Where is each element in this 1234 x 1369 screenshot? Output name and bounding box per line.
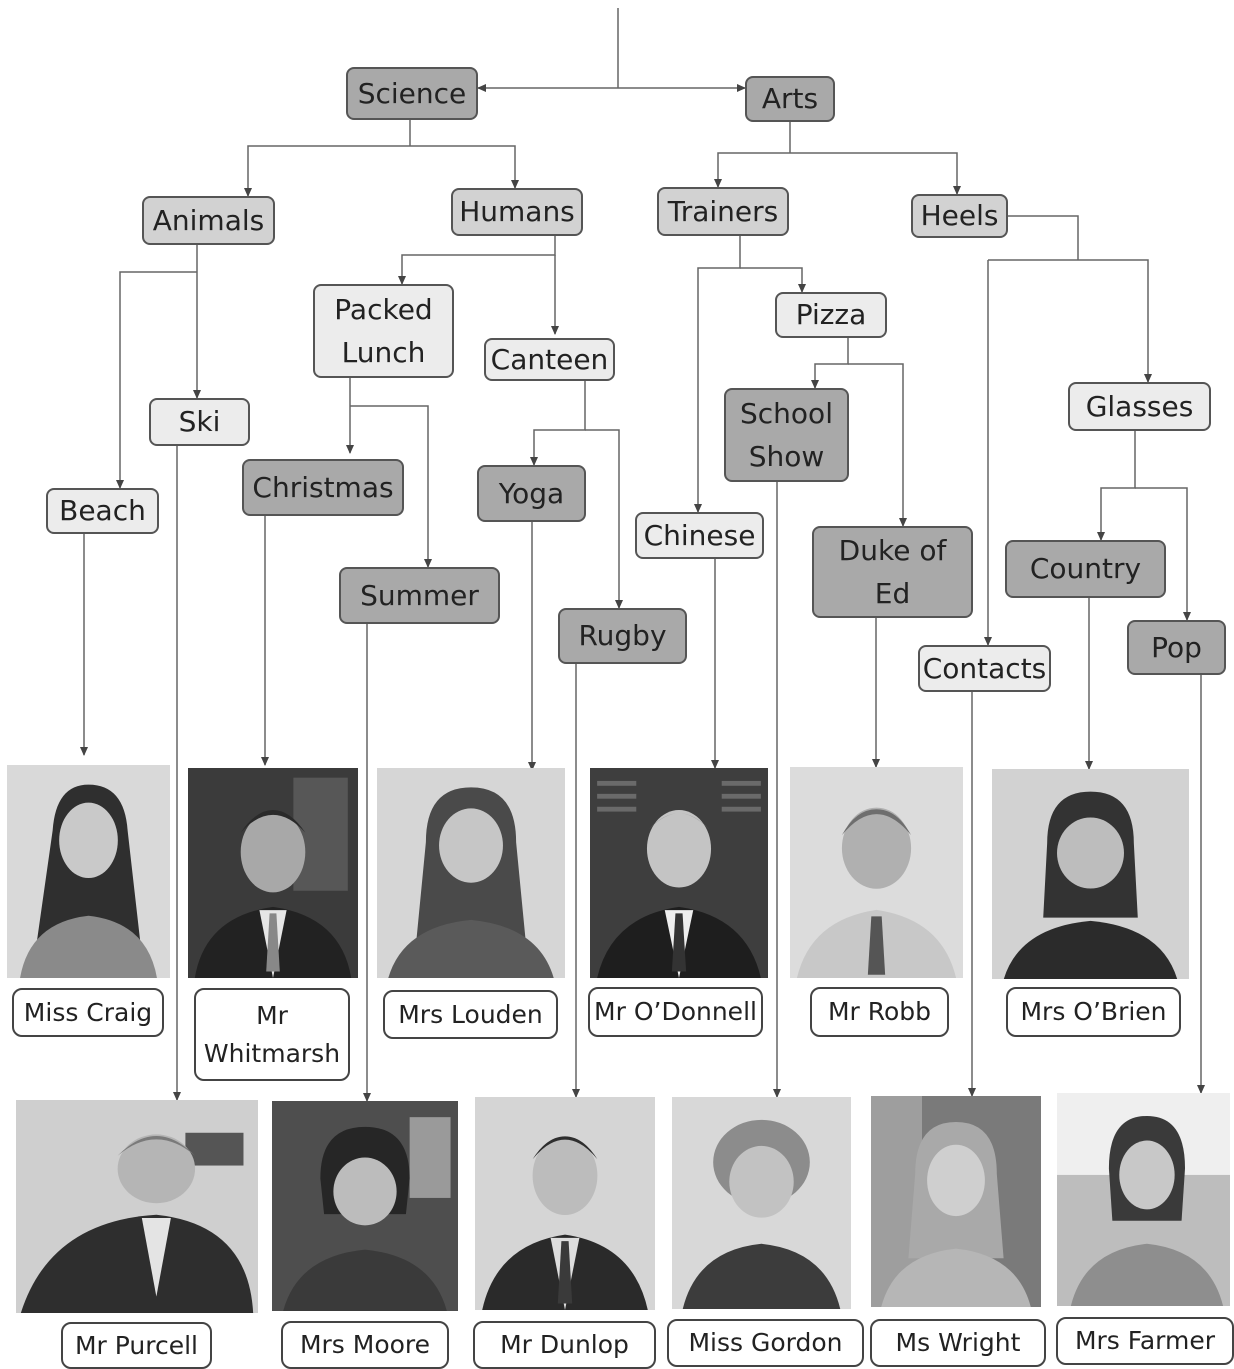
node-humans: Humans — [451, 188, 583, 236]
node-school-show: School Show — [724, 388, 849, 482]
node-glasses: Glasses — [1068, 382, 1211, 431]
node-pop: Pop — [1127, 620, 1226, 675]
photo-mrs-moore — [272, 1101, 458, 1311]
node-science: Science — [346, 67, 478, 120]
node-country: Country — [1005, 540, 1166, 598]
photo-mr-odonnell — [590, 768, 768, 978]
node-yoga: Yoga — [477, 465, 586, 522]
node-rugby: Rugby — [558, 608, 687, 664]
name-mr-odonnell: Mr O’Donnell — [588, 987, 763, 1037]
photo-mr-dunlop — [475, 1097, 655, 1310]
name-miss-craig: Miss Craig — [12, 988, 164, 1037]
node-canteen: Canteen — [484, 338, 615, 381]
node-packed-lunch: Packed Lunch — [313, 284, 454, 378]
node-duke-of-ed: Duke of Ed — [812, 526, 973, 618]
node-pizza: Pizza — [775, 292, 887, 338]
photo-miss-craig — [7, 765, 170, 978]
node-chinese: Chinese — [635, 512, 764, 559]
name-mrs-farmer: Mrs Farmer — [1056, 1317, 1234, 1365]
photo-mr-whitmarsh — [188, 768, 358, 978]
name-miss-gordon: Miss Gordon — [667, 1319, 864, 1367]
photo-mrs-farmer — [1057, 1093, 1230, 1306]
node-contacts: Contacts — [918, 645, 1051, 692]
node-arts: Arts — [745, 76, 835, 122]
photo-miss-gordon — [672, 1097, 851, 1309]
name-mrs-obrien: Mrs O’Brien — [1006, 987, 1181, 1037]
photo-mr-purcell — [16, 1100, 258, 1313]
name-mr-dunlop: Mr Dunlop — [473, 1321, 656, 1369]
node-summer: Summer — [339, 567, 500, 624]
node-beach: Beach — [46, 488, 159, 534]
name-mrs-moore: Mrs Moore — [281, 1321, 449, 1369]
name-mrs-louden: Mrs Louden — [383, 990, 558, 1039]
name-mr-purcell: Mr Purcell — [61, 1322, 212, 1369]
photo-mrs-obrien — [992, 769, 1189, 979]
name-mr-robb: Mr Robb — [810, 987, 949, 1037]
node-christmas: Christmas — [242, 459, 404, 516]
node-trainers: Trainers — [657, 187, 789, 236]
photo-mr-robb — [790, 767, 963, 978]
name-ms-wright: Ms Wright — [870, 1319, 1046, 1367]
photo-ms-wright — [871, 1096, 1041, 1307]
node-heels: Heels — [911, 194, 1008, 238]
node-animals: Animals — [142, 196, 275, 245]
node-ski: Ski — [149, 398, 250, 446]
name-mr-whitmarsh: Mr Whitmarsh — [194, 988, 350, 1081]
photo-mrs-louden — [377, 768, 565, 978]
